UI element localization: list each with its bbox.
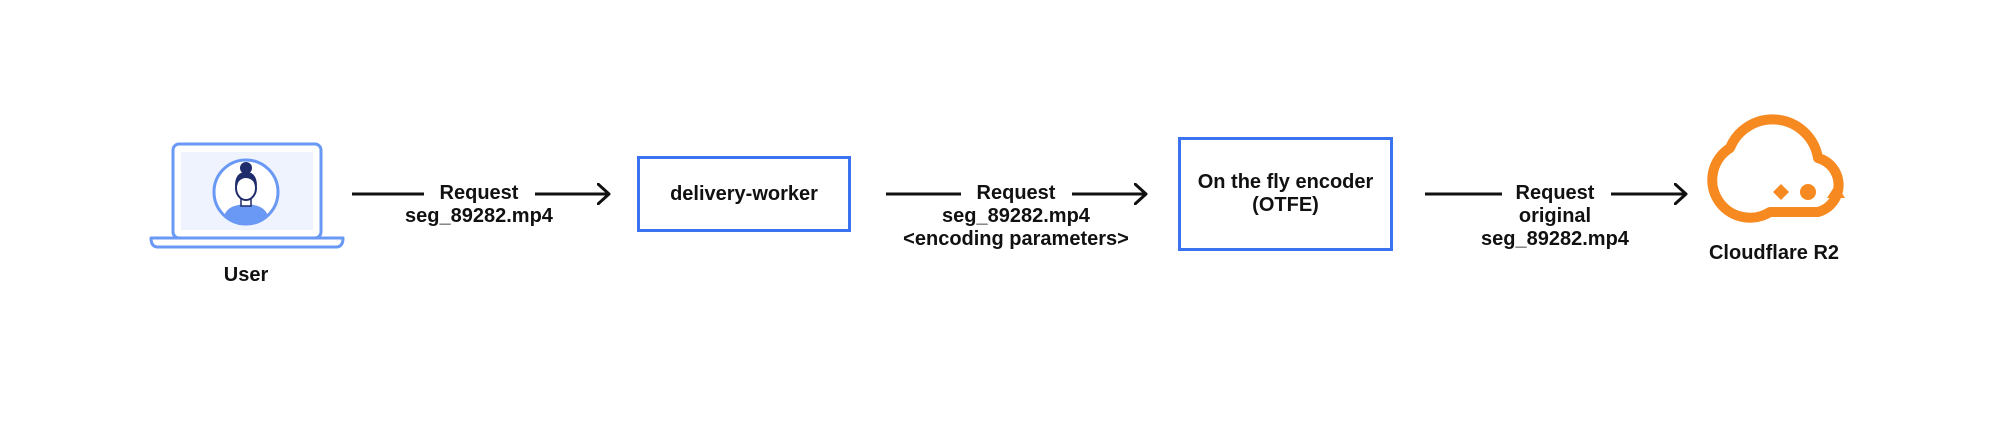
edge-label-worker-to-otfe-line1: Request xyxy=(976,182,1056,204)
delivery-worker-box: delivery-worker xyxy=(637,156,851,232)
edge-label-otfe-to-r2-line3: seg_89282.mp4 xyxy=(1481,228,1629,250)
otfe-label: On the fly encoder (OTFE) xyxy=(1198,171,1374,217)
edge-label-user-to-worker-line1: Request xyxy=(439,182,519,204)
delivery-worker-label: delivery-worker xyxy=(670,182,818,205)
cloudflare-r2-label: Cloudflare R2 xyxy=(1708,242,1840,264)
edge-label-worker-to-otfe-line2: seg_89282.mp4 xyxy=(942,205,1090,227)
edge-label-otfe-to-r2-line1: Request xyxy=(1515,182,1595,204)
otfe-label-line1: On the fly encoder xyxy=(1197,171,1374,193)
user-avatar-icon xyxy=(212,158,280,226)
edge-label-worker-to-otfe-line3: <encoding parameters> xyxy=(903,228,1129,250)
edge-label-user-to-worker: Request seg_89282.mp4 xyxy=(379,182,579,228)
otfe-box: On the fly encoder (OTFE) xyxy=(1178,137,1393,251)
edge-label-user-to-worker-line2: seg_89282.mp4 xyxy=(405,205,553,227)
edge-label-otfe-to-r2-line2: original xyxy=(1518,205,1592,227)
otfe-label-line2: (OTFE) xyxy=(1252,194,1319,216)
cloud-storage-icon xyxy=(1707,114,1845,223)
edge-label-worker-to-otfe: Request seg_89282.mp4 <encoding paramete… xyxy=(886,182,1146,251)
edge-label-otfe-to-r2: Request original seg_89282.mp4 xyxy=(1455,182,1655,251)
user-label: User xyxy=(223,264,269,286)
